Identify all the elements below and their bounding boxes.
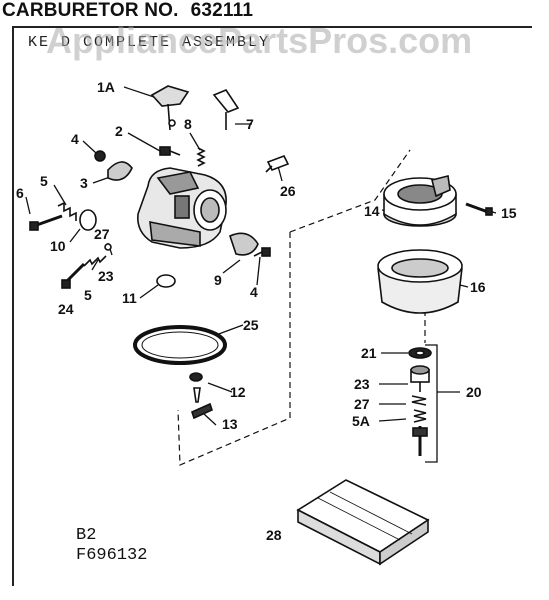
filter-cover-14 [383,175,457,227]
drain-valve-stem [412,426,428,456]
disk-10 [79,209,97,231]
callout-14: 14 [364,203,380,219]
carburetor-body [136,167,227,249]
callout-25: 25 [243,317,259,333]
callout-12: 12 [230,384,246,400]
fitting-26 [265,154,290,173]
nut-23 [410,365,430,392]
ball-11 [156,274,176,288]
callout-23b: 23 [354,376,370,392]
spring-27 [411,395,427,406]
callout-5: 5 [40,173,48,189]
frame-left-border [12,26,14,586]
callout-3: 3 [80,175,88,191]
callout-4: 4 [71,131,79,147]
callout-21: 21 [361,345,377,361]
callout-4b: 4 [250,284,258,300]
carburetor-number: 632111 [190,0,254,21]
callout-11: 11 [122,290,137,306]
callout-28: 28 [266,527,282,543]
washer-27 [104,243,112,251]
spring-8 [196,147,206,167]
frame-top-border [12,26,532,28]
parts [29,85,493,566]
repair-kit-28 [296,479,430,566]
screw-4-lower [253,247,271,257]
spring-5-lower [83,255,107,267]
callout-2: 2 [115,123,123,139]
callout-15: 15 [501,205,517,221]
callout-7: 7 [246,116,254,132]
callout-26: 26 [280,183,296,199]
screw-4-top [94,150,106,162]
screw-2 [159,146,181,156]
screw-24 [61,262,86,289]
gasket-25 [133,325,227,365]
bracket-20 [425,344,438,463]
callout-5b: 5 [84,287,92,303]
screw-6 [29,214,63,231]
filter-bowl-16 [377,249,463,314]
callout-27b: 27 [354,396,370,412]
spring-5-upper [57,201,77,221]
footer-code-b2: B2 [76,526,97,545]
assembly-subtitle: KE D COMPLETE ASSEMBLY [28,34,271,51]
callout-16: 16 [470,279,486,295]
leader-lines [25,86,497,426]
screw-15 [465,202,493,216]
callout-23: 23 [98,268,114,284]
cup-9 [229,232,259,256]
choke-link-7 [212,89,240,130]
callout-1A: 1A [97,79,115,95]
callout-8: 8 [184,116,192,132]
title-label: CARBURETOR NO. [2,0,179,21]
washer-21 [408,347,432,359]
callout-6: 6 [16,185,24,201]
plate-3 [107,161,133,181]
needle-12 [189,372,203,403]
callout-5A: 5A [352,413,370,429]
callout-10: 10 [50,238,66,254]
callout-27: 27 [94,226,110,242]
throttle-lever-1A [150,85,190,131]
dashed-assembly-lines [177,149,426,466]
footer-code-f696132: F696132 [76,546,148,565]
callout-20: 20 [466,384,482,400]
spring-5A [413,409,427,423]
callout-24: 24 [58,301,74,317]
callout-13: 13 [222,416,238,432]
page-title: CARBURETOR NO. 632111 [2,0,253,22]
pin-13 [191,402,213,420]
callout-9: 9 [214,272,222,288]
callout-numbers: 1A 2 4 8 7 5 3 6 26 14 15 27 10 23 9 4 1… [16,79,517,543]
